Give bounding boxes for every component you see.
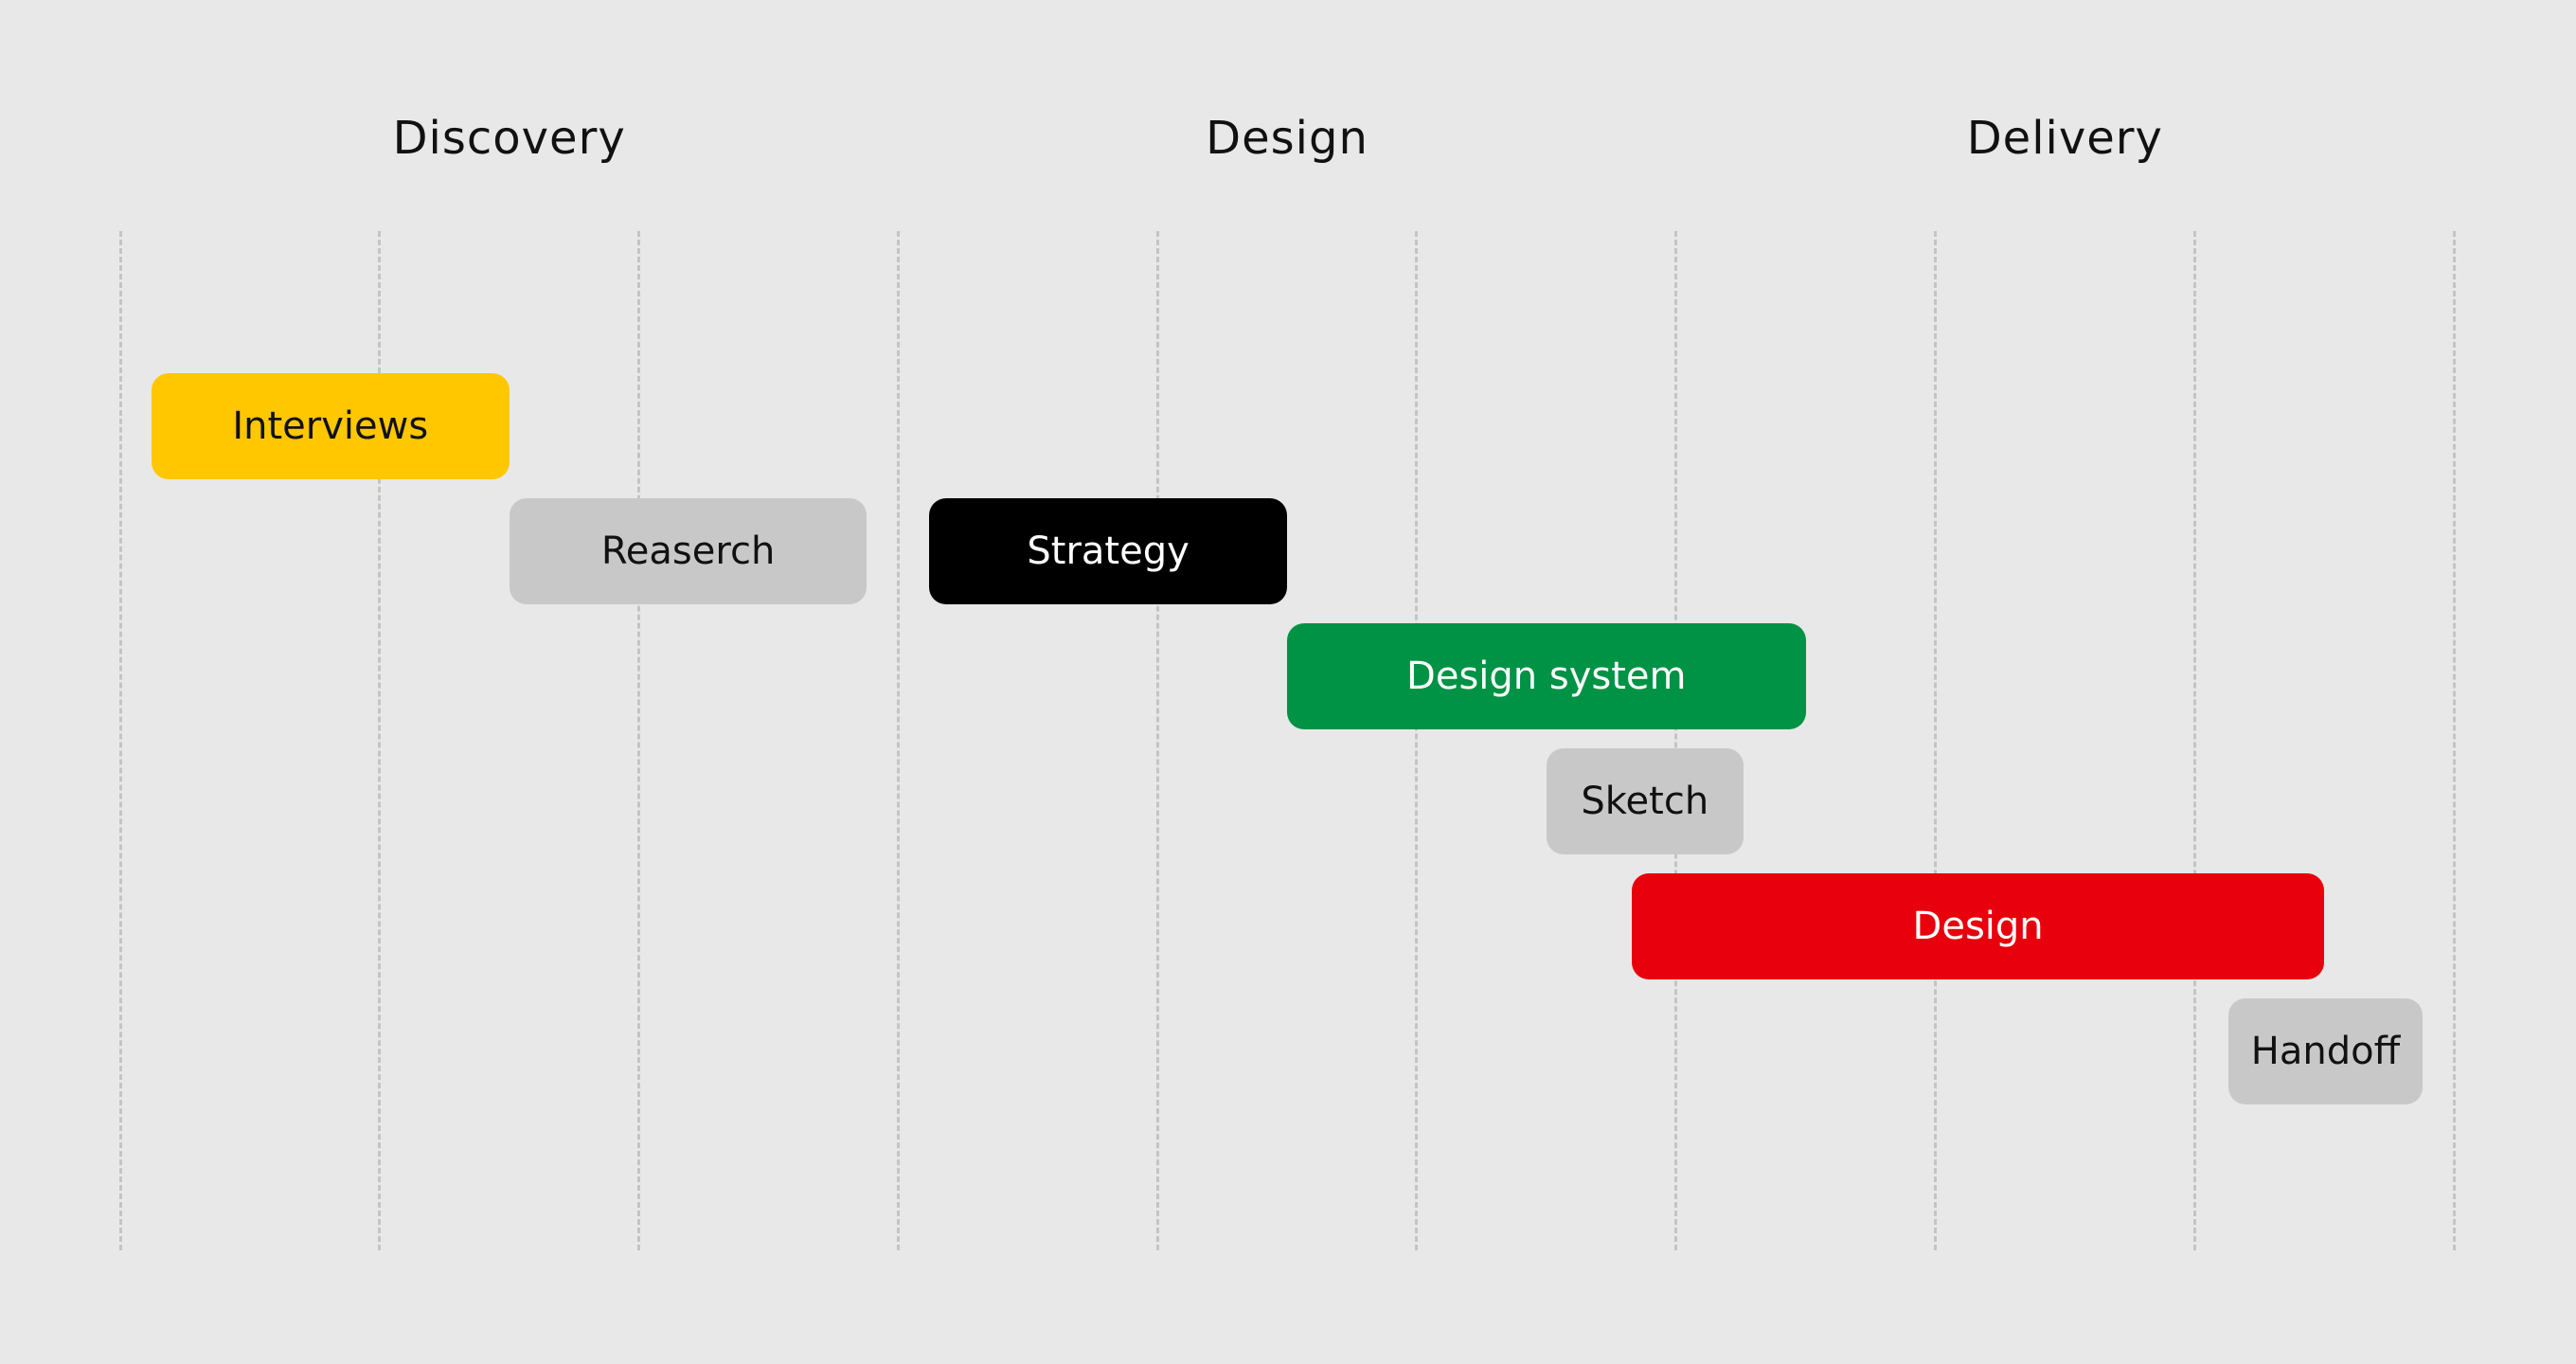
grid-line [1933, 231, 1937, 1250]
phase-label-discovery: Discovery [392, 112, 626, 165]
grid-line [1674, 231, 1678, 1250]
task-label: Strategy [1027, 529, 1190, 573]
grid-line [118, 231, 122, 1250]
grid-line [896, 231, 900, 1250]
task-label: Sketch [1581, 780, 1709, 823]
task-bar-reaserch[interactable]: Reaserch [509, 498, 868, 604]
task-label: Design system [1406, 655, 1687, 698]
grid-line [2192, 231, 2196, 1250]
phase-label-design: Design [1206, 112, 1368, 165]
task-bar-strategy[interactable]: Strategy [929, 498, 1287, 604]
grid-line [1415, 231, 1419, 1250]
task-label: Reaserch [600, 529, 776, 573]
grid-line [1155, 231, 1159, 1250]
task-bar-interviews[interactable]: Interviews [151, 373, 510, 479]
phase-label-delivery: Delivery [1966, 112, 2163, 165]
grid-line [2452, 231, 2456, 1250]
task-label: Interviews [232, 404, 429, 448]
task-bar-sketch[interactable]: Sketch [1546, 748, 1744, 854]
task-bar-design-system[interactable]: Design system [1287, 623, 1806, 729]
task-label: Design [1912, 905, 2044, 948]
task-label: Handoff [2250, 1030, 2401, 1073]
grid-line [637, 231, 641, 1250]
task-bar-design[interactable]: Design [1632, 873, 2325, 979]
grid-line [378, 231, 382, 1250]
task-bar-handoff[interactable]: Handoff [2227, 998, 2424, 1104]
